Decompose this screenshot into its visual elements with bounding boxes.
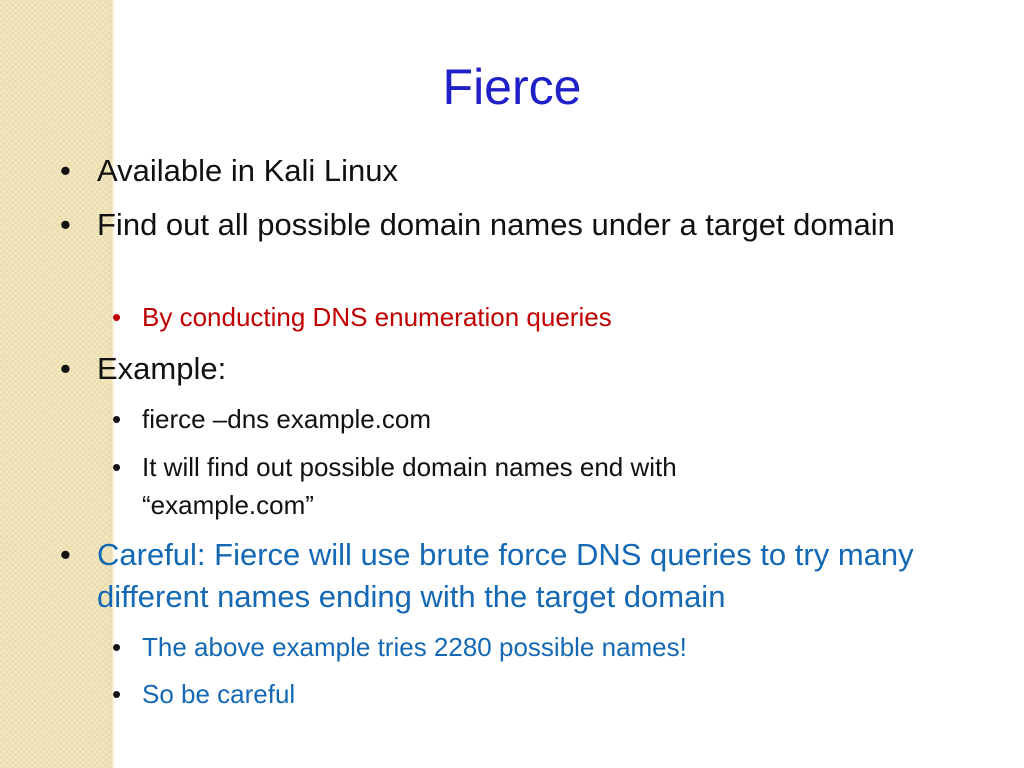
sub-bullet-text: The above example tries 2280 possible na… — [142, 632, 687, 662]
sub-bullet-text: By conducting DNS enumeration queries — [142, 302, 612, 332]
sub-bullet-marker: • — [112, 632, 122, 662]
bullet-item-4: • Careful: Fierce will use brute force D… — [60, 534, 965, 618]
bullet-item-1: • Available in Kali Linux — [60, 150, 960, 192]
bullet-text: Example: — [97, 351, 227, 386]
bullet-marker: • — [60, 537, 71, 572]
bullet-text: Find out all possible domain names under… — [97, 207, 895, 242]
bullet-marker: • — [60, 207, 71, 242]
slide-title: Fierce — [442, 59, 582, 115]
bullet-item-3: • Example: — [60, 348, 960, 390]
bullet-text: Available in Kali Linux — [97, 153, 399, 188]
side-texture-panel — [0, 0, 110, 768]
bullet-text: Careful: Fierce will use brute force DNS… — [97, 537, 914, 614]
sub-bullet-marker: • — [112, 404, 122, 434]
sub-bullet-item-4-2: • So be careful — [112, 675, 912, 713]
sub-bullet-marker: • — [112, 679, 122, 709]
sub-bullet-text: fierce –dns example.com — [142, 404, 432, 434]
sub-bullet-item-4-1: • The above example tries 2280 possible … — [112, 628, 912, 666]
sub-bullet-item-3-2: • It will find out possible domain names… — [112, 448, 812, 524]
bullet-item-2: • Find out all possible domain names und… — [60, 204, 920, 246]
bullet-marker: • — [60, 351, 71, 386]
sub-bullet-marker: • — [112, 452, 122, 482]
sub-bullet-text: So be careful — [142, 679, 296, 709]
sub-bullet-item-2-1: • By conducting DNS enumeration queries — [112, 298, 912, 336]
bullet-marker: • — [60, 153, 71, 188]
sub-bullet-text: It will find out possible domain names e… — [142, 452, 677, 520]
sub-bullet-marker: • — [112, 302, 122, 332]
side-texture-edge — [110, 0, 115, 768]
sub-bullet-item-3-1: • fierce –dns example.com — [112, 400, 912, 438]
